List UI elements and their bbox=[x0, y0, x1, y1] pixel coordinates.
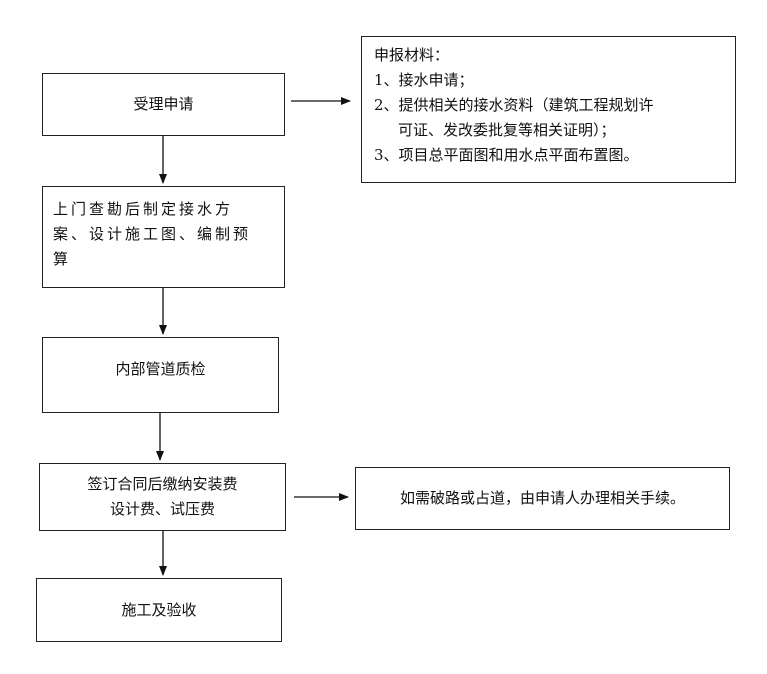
step-fees-line-2: 设计费、试压费 bbox=[109, 500, 215, 518]
step-internal-pipe-inspection: 内部管道质检 bbox=[42, 337, 279, 413]
step-sign-contract-pay-fees: 签订合同后缴纳安装费 设计费、试压费 bbox=[39, 463, 286, 531]
materials-item-2-cont: 可证、发改委批复等相关证明）； bbox=[398, 121, 616, 139]
step-construction-acceptance: 施工及验收 bbox=[36, 578, 282, 642]
materials-title: 申报材料： bbox=[374, 46, 450, 64]
note-road-occupation: 如需破路或占道，由申请人办理相关手续。 bbox=[355, 467, 730, 530]
step-survey-design-budget: 上门查勘后制定接水方 案、设计施工图、编制预 算 bbox=[42, 186, 285, 288]
step-internal-pipe-inspection-label: 内部管道质检 bbox=[115, 359, 206, 378]
step-fees-line-1: 签订合同后缴纳安装费 bbox=[87, 475, 238, 493]
step-construction-acceptance-label: 施工及验收 bbox=[121, 600, 197, 619]
note-application-materials: 申报材料： 1、接水申请； 2、提供相关的接水资料（建筑工程规划许 可证、发改委… bbox=[361, 36, 736, 183]
step-accept-application: 受理申请 bbox=[42, 73, 285, 136]
note-road-occupation-text: 如需破路或占道，由申请人办理相关手续。 bbox=[399, 489, 685, 507]
materials-item-2: 2、提供相关的接水资料（建筑工程规划许 bbox=[374, 96, 654, 114]
step-survey-line-2: 案、设计施工图、编制预 bbox=[53, 225, 252, 243]
materials-item-3: 3、项目总平面图和用水点平面布置图。 bbox=[374, 146, 639, 164]
step-survey-line-1: 上门查勘后制定接水方 bbox=[53, 200, 234, 218]
materials-item-1: 1、接水申请； bbox=[374, 71, 474, 89]
step-accept-application-label: 受理申请 bbox=[133, 95, 194, 113]
step-survey-line-3: 算 bbox=[53, 250, 72, 268]
